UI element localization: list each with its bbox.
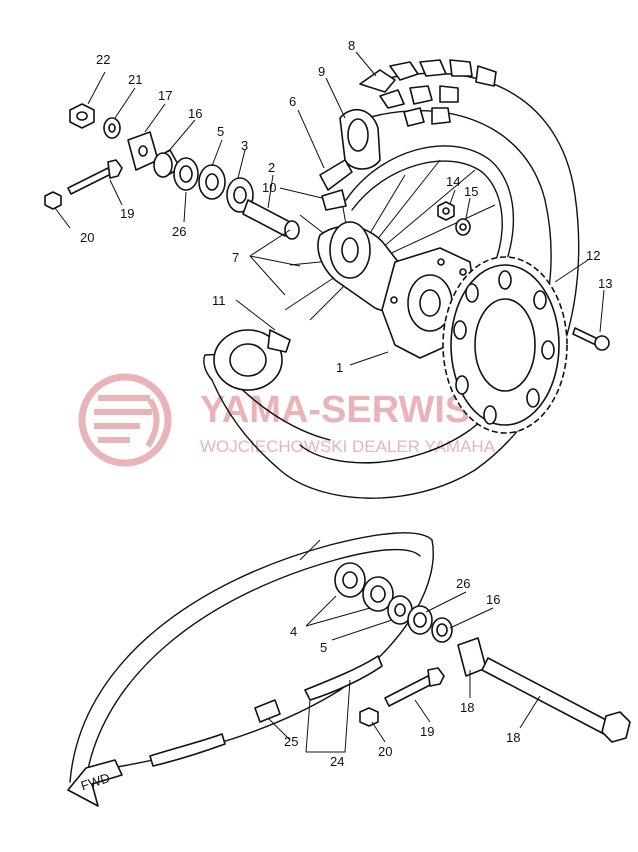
- watermark-subtitle: WOJCIECHOWSKI DEALER YAMAHA: [200, 437, 496, 456]
- callout-4b: 4: [290, 624, 297, 639]
- callout-labels: 22 21 17 16 5 3 2 6 9 8 10 7 11 1 12 13 …: [80, 38, 612, 769]
- callout-3: 3: [241, 138, 248, 153]
- callout-6: 6: [289, 94, 296, 109]
- callout-2: 2: [268, 160, 275, 175]
- callout-14: 14: [446, 174, 460, 189]
- callout-20b: 20: [378, 744, 392, 759]
- bolt-13: [572, 327, 610, 351]
- callout-12: 12: [586, 248, 600, 263]
- callout-5: 5: [217, 124, 224, 139]
- callout-23: 22: [96, 52, 110, 67]
- watermark: YAMA-SERWIS WOJCIECHOWSKI DEALER YAMAHA: [78, 373, 496, 467]
- brake-cover: [213, 329, 291, 391]
- callout-22: 21: [128, 72, 142, 87]
- watermark-title: YAMA-SERWIS: [200, 389, 470, 431]
- nuts-14-15: [437, 201, 471, 236]
- callout-1: 1: [336, 360, 343, 375]
- callout-17: 16: [188, 106, 202, 121]
- callout-15: 15: [464, 184, 478, 199]
- callout-5b: 5: [320, 640, 327, 655]
- lower-axle-parts: [334, 562, 631, 743]
- callout-18: 17: [158, 88, 172, 103]
- callout-19: 19: [120, 206, 134, 221]
- drive-chain: [69, 532, 434, 787]
- callout-11: 11: [212, 293, 226, 308]
- callout-25: 25: [284, 734, 298, 749]
- callout-24: 24: [330, 754, 344, 769]
- callout-18b: 18: [460, 700, 474, 715]
- callout-21: 18: [506, 730, 520, 745]
- upper-axle-parts: [44, 103, 300, 240]
- rear-tire: [203, 59, 580, 499]
- leader-lines: [54, 51, 605, 753]
- callout-10: 10: [262, 180, 276, 195]
- fwd-arrow: FWD: [67, 759, 123, 807]
- tube-and-band: [319, 108, 381, 211]
- callout-7: 7: [232, 250, 239, 265]
- callout-9: 9: [318, 64, 325, 79]
- rear-sprocket: [442, 256, 568, 434]
- callout-13: 13: [598, 276, 612, 291]
- callout-20: 20: [80, 230, 94, 245]
- callout-8: 8: [348, 38, 355, 53]
- callout-26b: 26: [456, 576, 470, 591]
- callout-26: 26: [172, 224, 186, 239]
- callout-19b: 19: [420, 724, 434, 739]
- watermark-logo-icon: [78, 373, 172, 467]
- callout-16b: 16: [486, 592, 500, 607]
